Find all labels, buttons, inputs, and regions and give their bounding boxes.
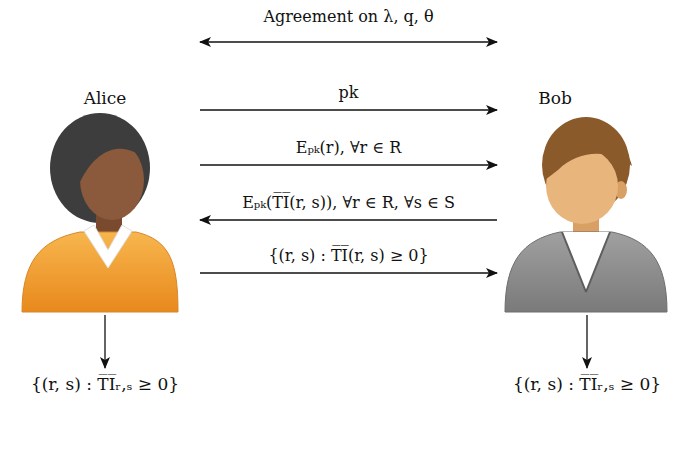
edge-label: pk xyxy=(336,83,362,102)
edge-label: {(r, s) : T̅I̅(r, s) ≥ 0} xyxy=(265,246,431,265)
edge-label: Eₚₖ(r), ∀r ∈ R xyxy=(293,138,405,157)
result-set: {(r, s) : T̅I̅ᵣ,ₛ ≥ 0} xyxy=(31,374,179,394)
bob-shirt xyxy=(562,232,610,292)
alice-collar xyxy=(84,225,132,268)
message-arrow xyxy=(200,164,497,165)
message-arrow xyxy=(104,315,105,368)
edge-label: Eₚₖ(T̅I̅(r, s)), ∀r ∈ R, ∀s ∈ S xyxy=(239,193,458,212)
bob-figure xyxy=(505,117,667,312)
message-arrow xyxy=(200,272,497,273)
bob-fringe xyxy=(545,135,632,180)
alice-fringe xyxy=(72,131,148,182)
message-arrow xyxy=(200,219,497,220)
person-name: Alice xyxy=(84,88,127,108)
message-arrow xyxy=(200,41,497,42)
bob-jacket xyxy=(505,232,667,312)
message-arrow xyxy=(586,315,587,368)
result-set: {(r, s) : T̅I̅ᵣ,ₛ ≥ 0} xyxy=(513,374,661,394)
result-node: {(r, s) : T̅I̅ᵣ,ₛ ≥ 0} xyxy=(509,370,665,398)
person-name: Bob xyxy=(538,88,572,108)
person-node: Bob xyxy=(497,85,682,313)
bob-lapels xyxy=(562,232,610,292)
alice-hair xyxy=(50,113,150,223)
edge-label: Agreement on λ, q, θ xyxy=(260,7,436,26)
message-arrow xyxy=(200,109,497,110)
person-node: Alice xyxy=(15,85,200,313)
result-node: {(r, s) : T̅I̅ᵣ,ₛ ≥ 0} xyxy=(27,370,183,398)
alice-figure xyxy=(22,113,178,312)
